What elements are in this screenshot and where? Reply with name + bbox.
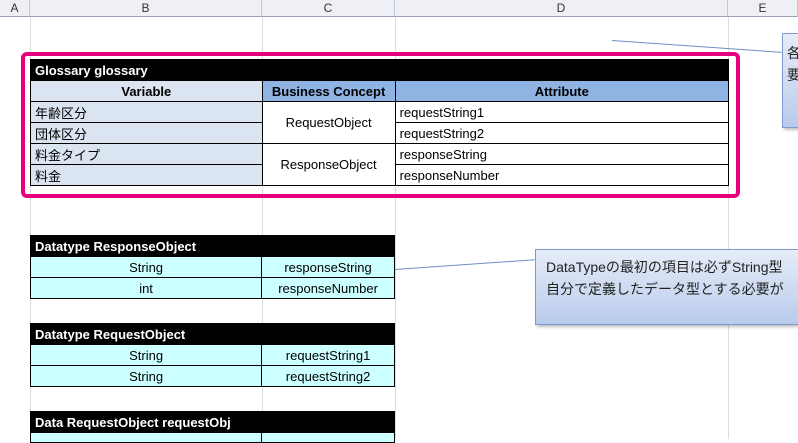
type-cell[interactable]: String — [29, 344, 263, 366]
data-request-title[interactable]: Data RequestObject requestObj — [30, 411, 395, 433]
variable-cell[interactable]: 年齢区分 — [30, 101, 263, 123]
grid-line — [262, 17, 263, 439]
attribute-cell[interactable]: responseNumber — [394, 164, 730, 186]
column-header-a[interactable]: A — [0, 0, 30, 17]
type-cell[interactable]: String — [29, 256, 263, 278]
type-cell[interactable] — [29, 432, 263, 443]
grid-line — [728, 17, 729, 439]
glossary-title[interactable]: Glossary glossary — [30, 59, 729, 81]
callout-text-line: 要 — [787, 64, 798, 86]
data-request-table: Data RequestObject requestObj — [29, 411, 395, 443]
comment-callout-datatype[interactable]: DataTypeの最初の項目は必ずString型 自分で定義したデータ型とする必… — [535, 249, 798, 325]
callout-text-line: 自分で定義したデータ型とする必要が — [546, 281, 784, 297]
variable-cell[interactable]: 料金 — [30, 164, 263, 186]
datatype-request-table: Datatype RequestObject String requestStr… — [29, 323, 395, 387]
attribute-cell[interactable]: requestString2 — [394, 122, 730, 144]
column-header-d[interactable]: D — [395, 0, 728, 17]
callout-leader-line — [395, 259, 535, 270]
datatype-response-table: Datatype ResponseObject String responseS… — [29, 235, 395, 299]
concept-cell[interactable]: RequestObject — [261, 101, 396, 144]
datatype-request-title[interactable]: Datatype RequestObject — [30, 323, 395, 345]
variable-cell[interactable]: 団体区分 — [30, 122, 263, 144]
type-cell[interactable]: int — [29, 277, 263, 299]
concept-cell[interactable]: ResponseObject — [261, 143, 396, 186]
field-name-cell[interactable]: requestString2 — [261, 365, 395, 387]
callout-text-line: DataTypeの最初の項目は必ずString型 — [546, 259, 783, 275]
field-name-cell[interactable]: responseString — [261, 256, 395, 278]
grid-line — [395, 17, 396, 439]
glossary-table: Glossary glossary Variable Business Conc… — [30, 59, 730, 186]
column-header-c[interactable]: C — [262, 0, 395, 17]
callout-text-line: 各 — [787, 42, 798, 64]
field-name-cell[interactable]: requestString1 — [261, 344, 395, 366]
datatype-response-title[interactable]: Datatype ResponseObject — [30, 235, 395, 257]
type-cell[interactable]: String — [29, 365, 263, 387]
grid-line — [30, 17, 31, 439]
variable-cell[interactable]: 料金タイプ — [30, 143, 263, 165]
field-name-cell[interactable]: responseNumber — [261, 277, 395, 299]
column-header-e[interactable]: E — [728, 0, 798, 17]
highlight-frame — [21, 52, 740, 198]
comment-callout-top[interactable]: 各 要 — [782, 33, 798, 128]
field-name-cell[interactable] — [261, 432, 395, 443]
column-header-b[interactable]: B — [30, 0, 262, 17]
callout-leader-line — [611, 40, 782, 53]
attribute-cell[interactable]: responseString — [394, 143, 730, 165]
